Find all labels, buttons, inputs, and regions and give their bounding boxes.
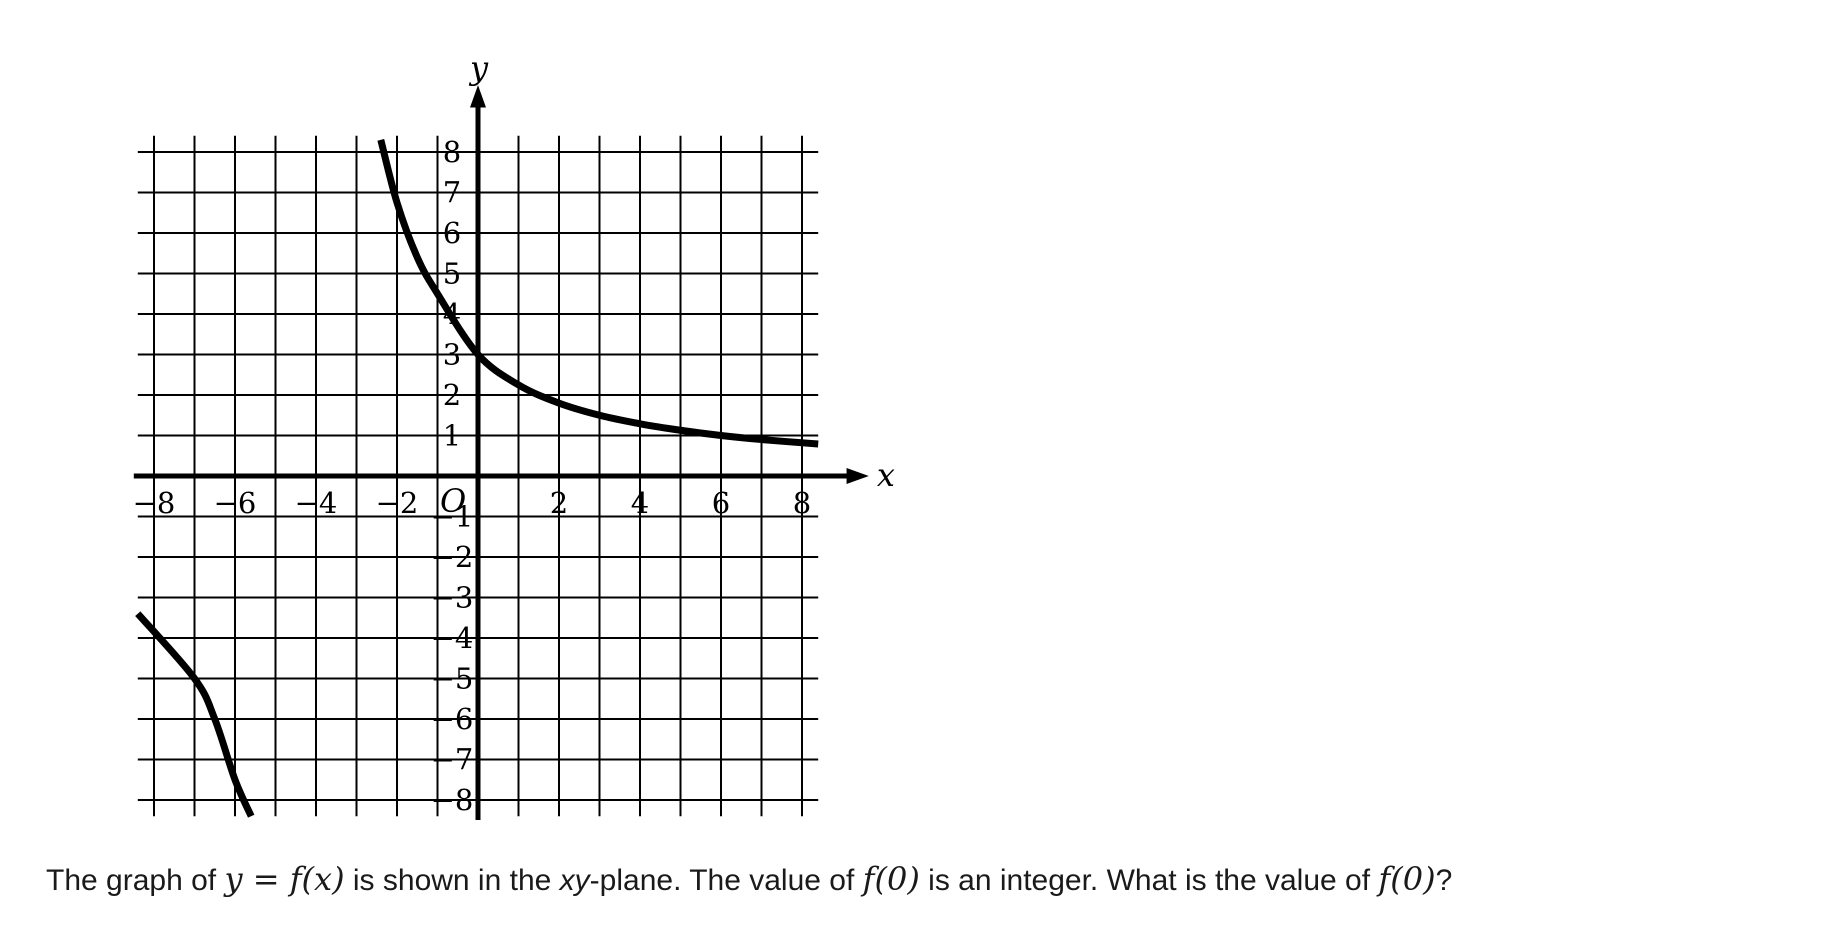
curve-branch-right [377, 138, 819, 448]
plane-name: xy [559, 864, 590, 897]
question-text: The graph of y = f(x) is shown in the xy… [46, 860, 1452, 898]
x-tick-label: −6 [214, 486, 257, 520]
equation-f-of-zero: f(0) [862, 860, 920, 898]
curve-branch-left [135, 611, 255, 818]
y-tick-label: 1 [443, 419, 461, 453]
y-tick-label: 8 [443, 135, 461, 169]
x-axis-arrow [846, 468, 869, 484]
y-tick-label: 5 [443, 257, 461, 291]
x-tick-label: −4 [295, 486, 338, 520]
y-tick-label: 2 [443, 378, 461, 412]
x-tick-label: 6 [712, 486, 730, 520]
axes [133, 85, 869, 820]
x-tick-label: −2 [376, 486, 419, 520]
y-tick-label: −7 [431, 743, 474, 777]
function-curves [135, 138, 819, 818]
y-tick-label: −2 [431, 540, 474, 574]
y-axis-label: y [468, 49, 489, 87]
origin-label: O [440, 482, 466, 520]
y-axis-arrow [470, 85, 486, 108]
x-tick-label: −8 [133, 486, 176, 520]
question-mid3: is an integer. What is the value of [919, 864, 1379, 897]
y-tick-label: 3 [443, 338, 461, 372]
y-tick-label: −8 [431, 783, 474, 817]
x-tick-label: 2 [550, 486, 568, 520]
y-tick-label: −6 [431, 702, 474, 736]
equation-f-of-zero-2: f(0) [1378, 860, 1436, 898]
y-tick-label: −1 [431, 500, 474, 534]
question-mid1: is shown in the [344, 864, 560, 897]
y-tick-label: −5 [431, 662, 474, 696]
equation-y-equals-f-of-x: y = f(x) [224, 860, 345, 898]
question-mid2: -plane. The value of [589, 864, 863, 897]
x-tick-label: 8 [793, 486, 811, 520]
y-tick-label: 6 [443, 216, 461, 250]
question-prefix: The graph of [46, 864, 225, 897]
x-tick-label: 4 [631, 486, 649, 520]
x-axis-label: x [877, 456, 895, 494]
question-suffix: ? [1435, 864, 1453, 897]
y-tick-label: −4 [431, 621, 474, 655]
y-tick-label: 7 [443, 176, 461, 210]
y-tick-label: −3 [431, 581, 474, 615]
